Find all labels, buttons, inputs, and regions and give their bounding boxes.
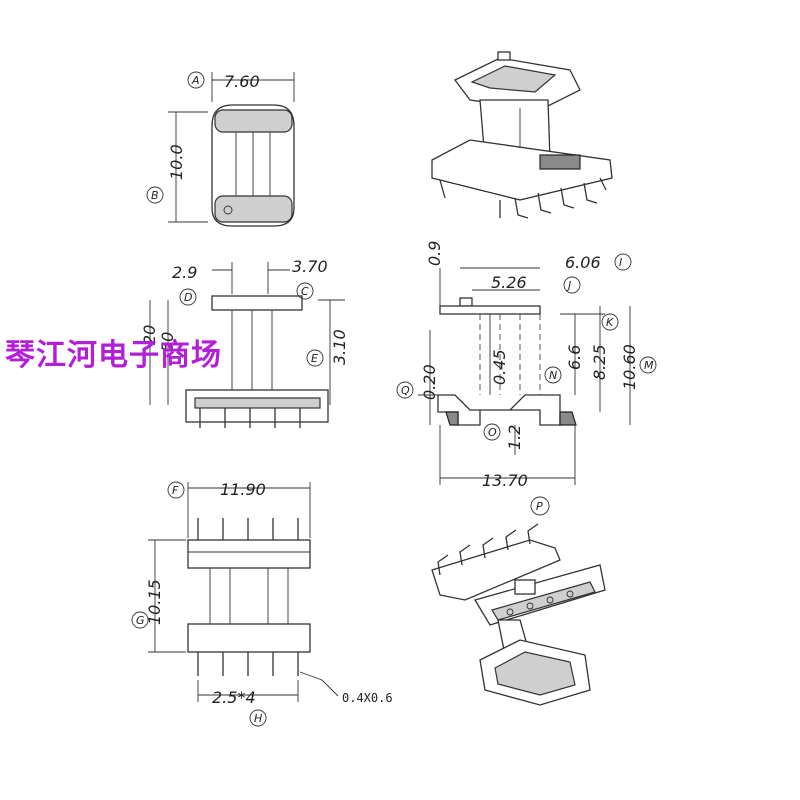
bottom-core [209, 567, 289, 625]
bottom-bottom-flange [187, 623, 311, 653]
front-pins [199, 408, 301, 428]
dim-side-top: 0.9 [425, 241, 444, 266]
marker-o: O [488, 426, 497, 439]
side-top-flange [439, 305, 541, 315]
marker-e: E [311, 352, 318, 365]
marker-p: P [536, 500, 543, 513]
dim-front-height: 3.10 [330, 329, 349, 365]
marker-i: I [619, 256, 622, 269]
front-view: 2.9 3.70 D C 20 50 3.10 E [140, 257, 349, 428]
watermark-text: 琴江河电子商场 [5, 338, 222, 373]
dim-pin-size: 0.4X0.6 [342, 691, 393, 705]
marker-c: C [301, 285, 309, 298]
dim-pin-left: 2.9 [172, 263, 197, 282]
bottom-top-pins [197, 518, 299, 540]
bottom-top-flange [187, 539, 311, 569]
iso-pins [439, 177, 607, 219]
dim-side-outer: 6.06 [565, 253, 601, 272]
marker-f: F [172, 484, 179, 497]
front-top-flange [211, 295, 303, 311]
marker-b: B [151, 189, 159, 202]
dim-side-inner: 5.26 [491, 273, 527, 292]
marker-a: A [191, 74, 200, 87]
dim-side-020: 0.20 [420, 364, 439, 400]
iso-view-top [431, 51, 613, 219]
dim-top-height: 10.0 [167, 144, 186, 180]
bottom-bottom-pins [197, 652, 299, 676]
marker-m: M [644, 359, 654, 372]
dim-bottom-height: 10.15 [145, 579, 164, 625]
marker-d: D [184, 291, 192, 304]
top-view-flange-top [214, 109, 293, 133]
marker-q: Q [401, 384, 410, 397]
bottom-view: 11.90 F 10.15 G 2.5*4 H 0.4X0.6 [131, 480, 393, 727]
iso-view-bottom: P [431, 496, 606, 706]
marker-n: N [549, 369, 557, 382]
dim-pin-right: 3.70 [292, 257, 328, 276]
marker-j: J [566, 279, 571, 292]
dim-side-045: 0.45 [490, 349, 509, 385]
dim-side-width: 13.70 [482, 471, 528, 490]
dim-pin-pitch: 2.5*4 [212, 688, 256, 707]
dim-side-1060: 10.60 [620, 344, 639, 390]
dim-side-825: 8.25 [590, 344, 609, 380]
marker-g: G [136, 614, 145, 627]
dim-side-66: 6.6 [565, 345, 584, 370]
top-view: 7.60 A 10.0 B [146, 71, 295, 227]
marker-k: K [606, 316, 614, 329]
marker-h: H [254, 712, 262, 725]
dim-front-b: 50 [158, 332, 177, 352]
side-view: 0.9 5.26 6.06 I J 6.6 8.25 10.60 K M N 0… [396, 241, 657, 490]
dim-side-12: 1.2 [505, 425, 524, 450]
top-view-flange-bottom [214, 195, 293, 223]
dim-front-a: 20 [140, 325, 159, 345]
top-view-pin1-mark [223, 205, 233, 215]
iso-b-pins [437, 523, 539, 576]
dim-bottom-width: 11.90 [220, 480, 266, 499]
dim-top-width: 7.60 [224, 72, 260, 91]
